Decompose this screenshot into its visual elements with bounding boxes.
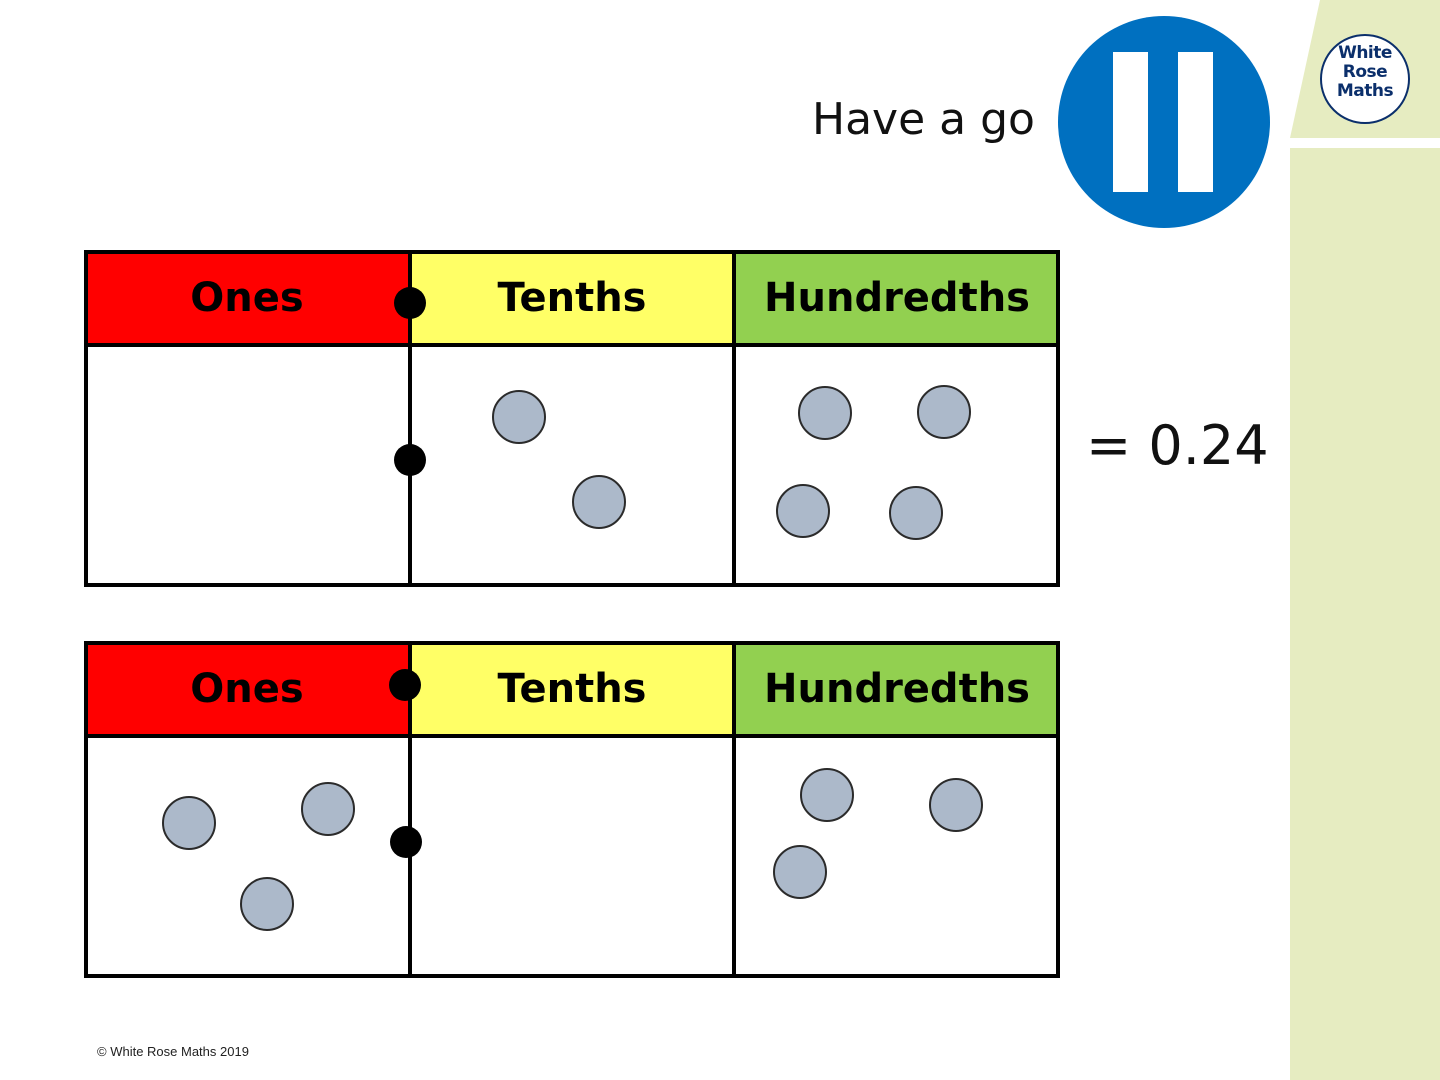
hundredths-counter (929, 778, 983, 832)
page-title: Have a go (812, 94, 1035, 145)
tenths-counter (572, 475, 626, 529)
table-frame (84, 250, 1060, 587)
ones-counter (240, 877, 294, 931)
header-tenths: Tenths (410, 250, 734, 345)
place-value-table-1: Ones Tenths Hundredths (84, 250, 1060, 587)
ones-counter (301, 782, 355, 836)
header-ones: Ones (84, 250, 410, 345)
logo-line-1: White (1338, 43, 1392, 63)
decimal-point (394, 287, 426, 319)
answer-value: = 0.24 (1086, 414, 1269, 477)
logo-line-3: Maths (1336, 81, 1394, 101)
header-hundredths: Hundredths (734, 250, 1060, 345)
place-value-table-2: Ones Tenths Hundredths (84, 641, 1060, 978)
white-rose-maths-logo: White Rose Maths (1322, 44, 1408, 101)
column-divider (732, 641, 736, 978)
hundredths-counter (773, 845, 827, 899)
ones-counter (162, 796, 216, 850)
header-divider (84, 734, 1060, 738)
logo-line-2: Rose (1342, 62, 1388, 82)
copyright-footer: © White Rose Maths 2019 (97, 1044, 249, 1059)
hundredths-counter (917, 385, 971, 439)
header-tenths: Tenths (410, 641, 734, 736)
hundredths-counter (889, 486, 943, 540)
hundredths-counter (800, 768, 854, 822)
header-divider (84, 343, 1060, 347)
column-divider (408, 250, 412, 587)
logo-tab-shape (1290, 0, 1440, 138)
column-divider (732, 250, 736, 587)
table-frame (84, 641, 1060, 978)
header-ones: Ones (84, 641, 410, 736)
decimal-point (394, 444, 426, 476)
decimal-point (390, 826, 422, 858)
tenths-counter (492, 390, 546, 444)
pause-icon (1058, 16, 1270, 228)
header-hundredths: Hundredths (734, 641, 1060, 736)
hundredths-counter (798, 386, 852, 440)
right-sidebar (1290, 148, 1440, 1080)
hundredths-counter (776, 484, 830, 538)
decimal-point (389, 669, 421, 701)
logo-tab (1290, 0, 1440, 140)
column-divider (408, 641, 412, 978)
